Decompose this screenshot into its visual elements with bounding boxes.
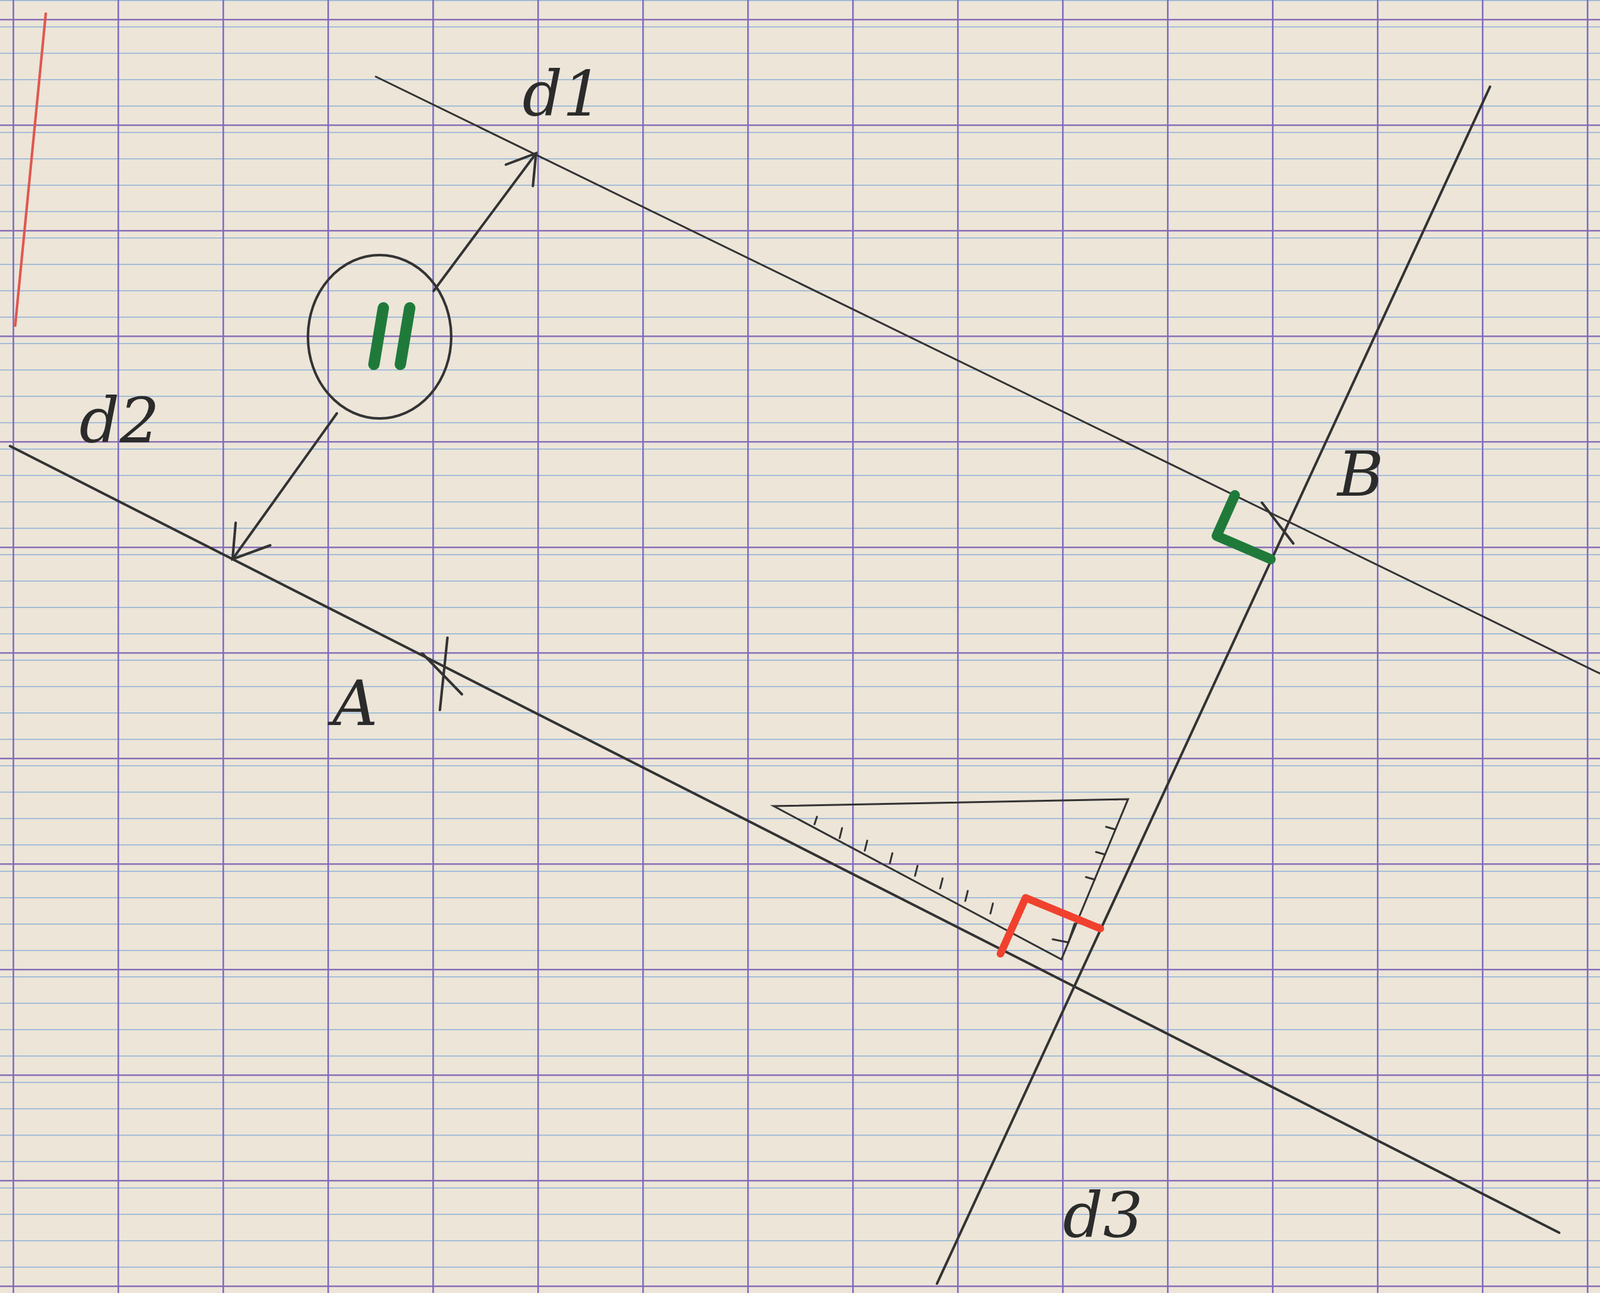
line-label: B (1337, 443, 1384, 506)
line-label: d2 (79, 389, 160, 453)
line-label: A (332, 672, 378, 736)
line-label: d3 (1062, 1184, 1144, 1248)
line-label: d1 (522, 62, 603, 126)
